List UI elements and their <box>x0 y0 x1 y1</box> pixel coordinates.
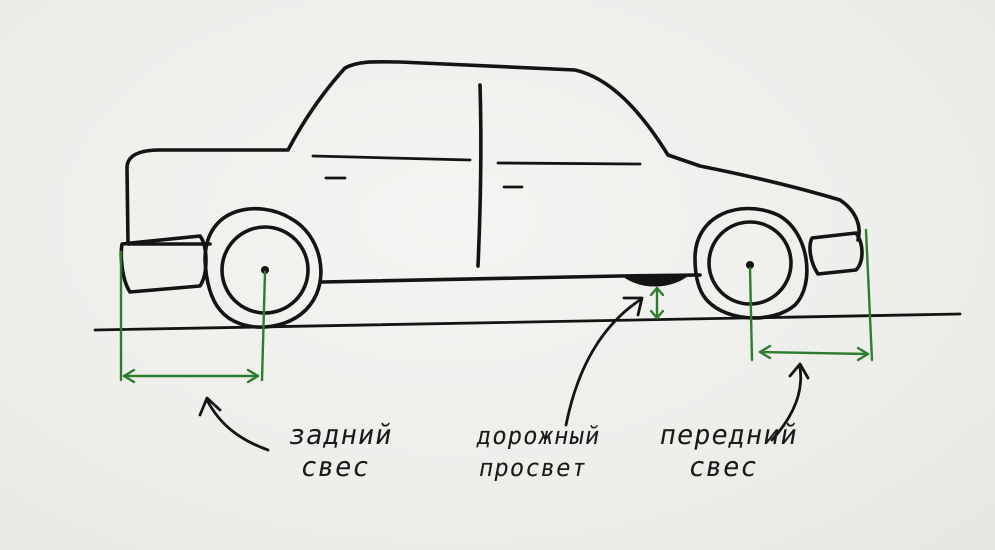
rear-overhang-label-line2: свес <box>298 452 373 483</box>
ground-clearance-label: дорожный просвет <box>446 420 625 484</box>
front-belt-line <box>496 161 642 166</box>
rear-overhang-pointer-arrow <box>205 398 270 452</box>
rear-overhang-dimension <box>119 250 267 384</box>
ground-clearance-label-line2: просвет <box>476 454 590 482</box>
rear-overhang-label-line1: задний <box>286 420 396 451</box>
front-overhang-label-line1: передний <box>657 420 801 451</box>
clearance-pointer-head <box>622 296 644 317</box>
ground-clearance-label-line1: дорожный <box>474 422 604 450</box>
ground-line <box>93 312 962 332</box>
rear-belt-line <box>311 154 472 162</box>
underbody-bump <box>622 276 688 287</box>
front-overhang-pointer-arrow <box>770 366 803 442</box>
front-overhang-label-line2: свес <box>686 452 761 483</box>
clearance-pointer-arrow <box>564 298 642 427</box>
front-overhang-pointer-head <box>788 362 810 380</box>
front-overhang-dimension <box>748 228 874 362</box>
car-bottom-line <box>320 273 702 284</box>
door-pillar <box>476 83 483 268</box>
rear-overhang-label: задний свес <box>252 420 423 484</box>
front-bumper <box>808 231 864 276</box>
rear-overhang-pointer-head <box>198 396 222 417</box>
ground-clearance-dimension <box>649 286 665 320</box>
car-body-outline <box>125 59 861 246</box>
front-overhang-label: передний свес <box>636 420 815 484</box>
